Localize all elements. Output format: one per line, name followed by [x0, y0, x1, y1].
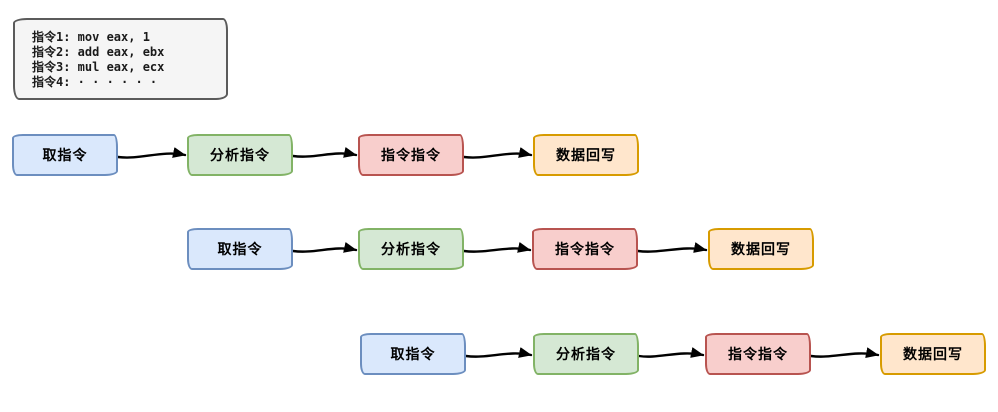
flow-arrow [462, 147, 533, 159]
row1-writeback-box: 数据回写 [533, 134, 639, 176]
row1-analyze-label: 分析指令 [210, 148, 270, 164]
row3-execute-box: 指令指令 [705, 333, 811, 375]
instruction-line-2: 指令2: add eax, ebx [32, 45, 165, 59]
flow-arrow [637, 347, 705, 358]
row2-writeback-box: 数据回写 [708, 228, 814, 270]
flow-arrow [291, 146, 358, 158]
instruction-line-4: 指令4: · · · · · · [32, 75, 158, 89]
flow-arrow [636, 242, 708, 253]
flow-arrow [116, 147, 187, 159]
row3-writeback-label: 数据回写 [903, 347, 963, 363]
instruction-list-box: 指令1: mov eax, 1 指令2: add eax, ebx 指令3: m… [13, 18, 228, 100]
flow-arrow [464, 347, 533, 358]
row2-execute-label: 指令指令 [555, 242, 615, 258]
row3-fetch-box: 取指令 [360, 333, 466, 375]
row3-writeback-box: 数据回写 [880, 333, 986, 375]
row3-execute-label: 指令指令 [728, 347, 788, 363]
flow-arrow [462, 241, 532, 253]
row2-fetch-box: 取指令 [187, 228, 293, 270]
flow-arrow [809, 347, 880, 359]
row2-analyze-box: 分析指令 [358, 228, 464, 270]
row2-analyze-label: 分析指令 [381, 242, 441, 258]
row3-analyze-label: 分析指令 [556, 347, 616, 363]
instruction-line-3: 指令3: mul eax, ecx [32, 60, 165, 74]
row1-fetch-label: 取指令 [42, 148, 88, 164]
row1-analyze-box: 分析指令 [187, 134, 293, 176]
row2-writeback-label: 数据回写 [731, 242, 791, 258]
row2-execute-box: 指令指令 [532, 228, 638, 270]
row1-writeback-label: 数据回写 [556, 148, 616, 164]
row1-execute-label: 指令指令 [381, 148, 441, 164]
row2-fetch-label: 取指令 [217, 242, 263, 258]
row3-fetch-label: 取指令 [390, 347, 436, 363]
row3-analyze-box: 分析指令 [533, 333, 639, 375]
flow-arrow [291, 241, 358, 253]
row1-fetch-box: 取指令 [12, 134, 118, 176]
instruction-line-1: 指令1: mov eax, 1 [32, 30, 150, 44]
row1-execute-box: 指令指令 [358, 134, 464, 176]
